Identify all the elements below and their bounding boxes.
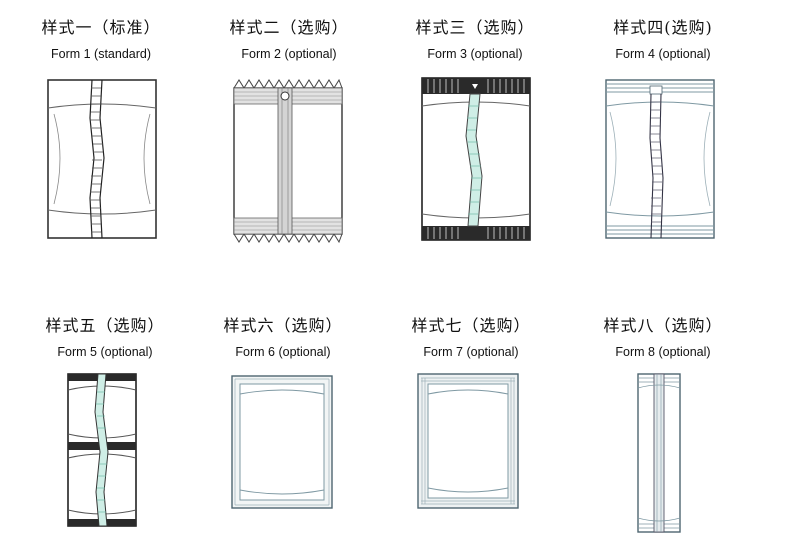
form-7-title-zh: 样式七（选购） <box>411 316 531 335</box>
form-5-double-pack-illustration <box>67 373 137 527</box>
form-2-serrated-pack-illustration <box>233 78 343 244</box>
form-1-title-en: Form 1 (standard) <box>50 47 152 61</box>
form-3-caption: 样式三（选购） Form 3 (optional) <box>380 18 570 62</box>
form-1-title-zh: 样式一（标准） <box>41 18 161 37</box>
form-7-side-seal-illustration <box>417 373 519 509</box>
form-3-euro-hole-pack-illustration <box>421 77 531 241</box>
form-2-title-en: Form 2 (optional) <box>241 47 337 61</box>
form-8-caption: 样式八（选购） Form 8 (optional) <box>568 316 758 360</box>
form-2-title-zh: 样式二（选购） <box>229 18 349 37</box>
form-3-title-en: Form 3 (optional) <box>427 47 523 61</box>
form-5-title-zh: 样式五（选购） <box>45 316 165 335</box>
form-5-title-en: Form 5 (optional) <box>57 345 153 359</box>
form-8-stick-pack-illustration <box>637 373 681 533</box>
form-4-title-zh: 样式四(选购) <box>613 18 713 37</box>
form-8-title-en: Form 8 (optional) <box>615 345 711 359</box>
form-2-caption: 样式二（选购） Form 2 (optional) <box>194 18 384 62</box>
form-1-pillow-pack-illustration <box>47 79 157 239</box>
form-6-four-side-seal-illustration <box>231 375 333 509</box>
form-4-caption: 样式四(选购) Form 4 (optional) <box>568 18 758 62</box>
form-3-title-zh: 样式三（选购） <box>415 18 535 37</box>
form-4-title-en: Form 4 (optional) <box>615 47 711 61</box>
form-6-title-en: Form 6 (optional) <box>235 345 331 359</box>
form-7-caption: 样式七（选购） Form 7 (optional) <box>376 316 566 360</box>
form-7-title-en: Form 7 (optional) <box>423 345 519 359</box>
form-8-title-zh: 样式八（选购） <box>603 316 723 335</box>
form-5-caption: 样式五（选购） Form 5 (optional) <box>10 316 200 360</box>
form-6-caption: 样式六（选购） Form 6 (optional) <box>188 316 378 360</box>
form-1-caption: 样式一（标准） Form 1 (standard) <box>6 18 196 62</box>
form-4-striped-pack-illustration <box>605 79 715 239</box>
form-6-title-zh: 样式六（选购） <box>223 316 343 335</box>
